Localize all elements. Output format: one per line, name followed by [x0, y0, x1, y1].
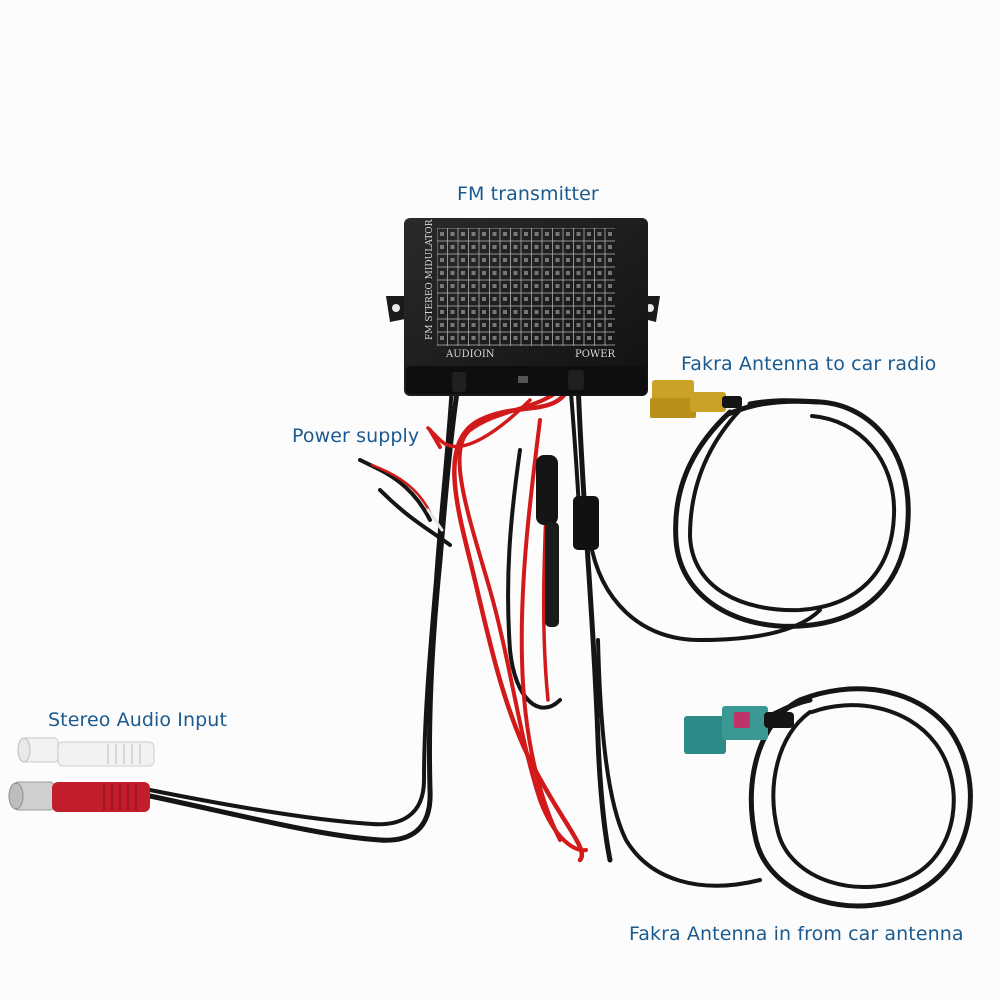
power-supply-label: Power supply [292, 425, 420, 447]
red-power-wires [426, 377, 588, 863]
fakra-teal-connector [684, 706, 794, 754]
fm-transmitter-label: FM transmitter [457, 183, 599, 205]
power-supply-leads [358, 428, 452, 547]
fm-transmitter-unit: FM STEREO MIDULATOR AUDIOIN POWER [386, 218, 660, 396]
inline-fuse-body [545, 522, 559, 627]
black-cables [147, 377, 613, 863]
rca-white-plug [17, 737, 155, 767]
stereo-audio-input-label: Stereo Audio Input [48, 709, 227, 731]
cable-tie [573, 496, 599, 550]
device-side-text: FM STEREO MIDULATOR [425, 219, 435, 340]
rca-red-plug [8, 781, 150, 812]
fakra-antenna-in-label: Fakra Antenna in from car antenna [629, 923, 964, 945]
antenna-cable-to-radio [588, 398, 911, 643]
audio-port-text: AUDIOIN [445, 349, 495, 360]
inline-fuse [536, 455, 558, 525]
fakra-antenna-to-radio-label: Fakra Antenna to car radio [681, 353, 937, 375]
power-port-text: POWER [575, 349, 616, 360]
antenna-cable-from-car [596, 638, 973, 909]
fakra-yellow-connector [650, 380, 742, 418]
